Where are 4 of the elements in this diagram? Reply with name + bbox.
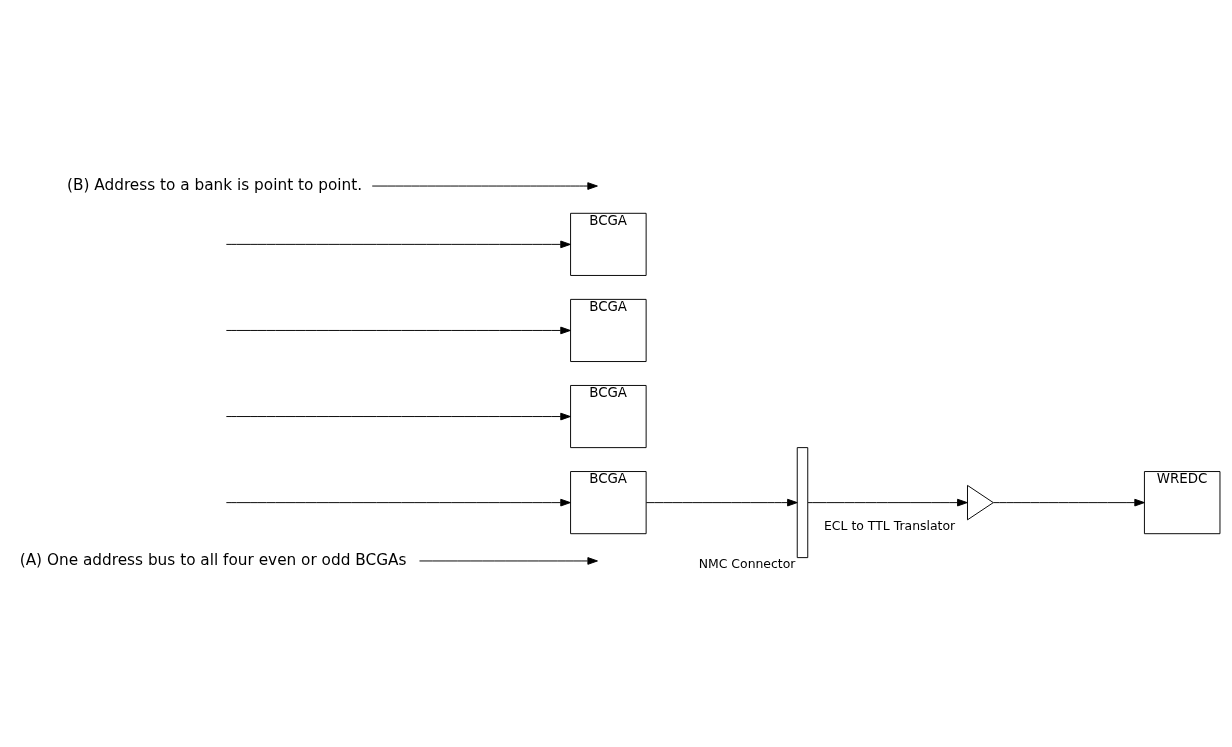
node-text: (B) Address to a bank is point to point.	[67, 175, 363, 194]
node-text: (A) One address bus to all four even or odd BCGAs	[19, 550, 407, 569]
node-label: ECL to TTL Translator	[824, 517, 956, 533]
node-label: NMC Connector	[698, 555, 796, 571]
